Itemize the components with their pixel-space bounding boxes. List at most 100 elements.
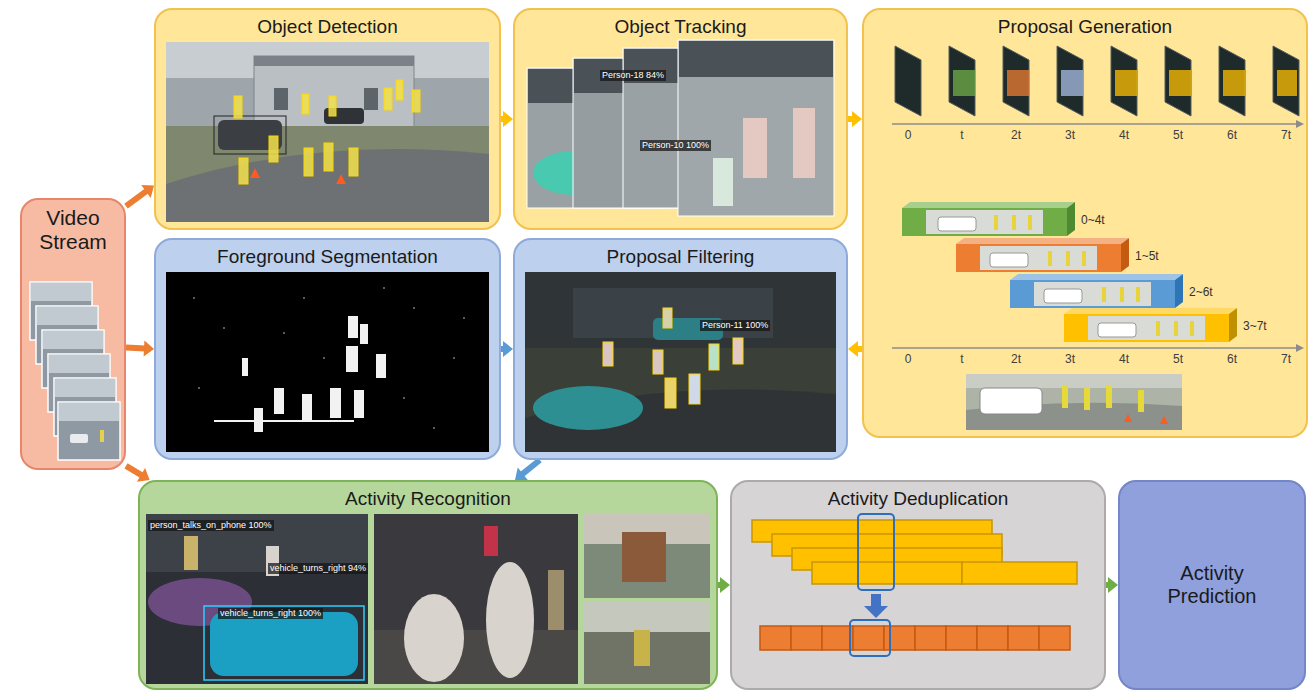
stage-panel: Activity Recognition bbox=[138, 480, 718, 690]
illustration-part bbox=[346, 346, 358, 372]
illustration-part bbox=[376, 354, 386, 378]
illustration-part bbox=[1048, 251, 1052, 266]
illustration-part bbox=[266, 546, 279, 576]
illustration-part bbox=[653, 350, 663, 374]
illustration-part bbox=[864, 606, 888, 618]
panel-title: Foreground Segmentation bbox=[164, 246, 491, 268]
illustration-part bbox=[709, 344, 719, 370]
illustration-part bbox=[1066, 251, 1070, 266]
detection-tag: Person-18 84% bbox=[600, 70, 666, 81]
illustration-part bbox=[1165, 46, 1191, 116]
illustration-part bbox=[956, 244, 1121, 272]
time-tick: 2t bbox=[1011, 128, 1021, 142]
illustration-part bbox=[1138, 390, 1144, 412]
illustration-part bbox=[1175, 274, 1183, 308]
illustration-part bbox=[453, 357, 455, 359]
detection-tag: Person-10 100% bbox=[640, 140, 711, 151]
flow-arrow bbox=[515, 460, 540, 480]
illustration-part bbox=[1010, 280, 1175, 308]
illustration-part bbox=[584, 602, 710, 632]
illustration-part bbox=[31, 283, 91, 301]
illustration-part bbox=[1064, 308, 1237, 314]
arrow-shaft bbox=[126, 466, 142, 475]
illustration-part bbox=[1219, 46, 1245, 116]
panel-title: Object Detection bbox=[164, 16, 491, 38]
illustration-part bbox=[603, 342, 613, 366]
illustration-part bbox=[679, 41, 833, 77]
illustration-part bbox=[1008, 626, 1039, 650]
illustration-part bbox=[146, 514, 368, 572]
illustration-part bbox=[384, 88, 392, 110]
illustration-part bbox=[812, 562, 962, 584]
illustration-part bbox=[360, 324, 368, 344]
panel-title: Proposal Filtering bbox=[523, 246, 838, 268]
illustration-part bbox=[1012, 215, 1016, 230]
illustration-part bbox=[198, 387, 200, 389]
illustration-part bbox=[994, 215, 998, 230]
illustration-part bbox=[791, 626, 822, 650]
illustration-part bbox=[980, 388, 1042, 414]
illustration-part bbox=[304, 148, 313, 176]
illustration-part bbox=[603, 308, 743, 408]
illustration-part bbox=[330, 388, 341, 418]
illustration-part bbox=[324, 143, 333, 171]
illustration-part bbox=[915, 626, 946, 650]
illustration-part bbox=[884, 626, 915, 650]
arrow-head bbox=[503, 111, 513, 127]
panel-title: Activity Deduplication bbox=[740, 488, 1096, 510]
arrow-head bbox=[720, 577, 730, 593]
illustration-part bbox=[329, 96, 336, 116]
illustration-part bbox=[956, 238, 1129, 244]
time-tick: 2t bbox=[1011, 352, 1021, 366]
illustration-part bbox=[463, 317, 465, 319]
illustration-part bbox=[484, 526, 498, 556]
illustration-part bbox=[1102, 287, 1106, 302]
illustration-part bbox=[584, 602, 710, 684]
flow-arrow bbox=[848, 111, 862, 127]
illustration-part bbox=[760, 626, 791, 650]
illustration-part bbox=[254, 56, 414, 66]
illustration-part bbox=[234, 96, 242, 118]
illustration-part bbox=[302, 394, 312, 422]
illustration-part bbox=[858, 514, 894, 590]
illustration-part bbox=[59, 403, 119, 421]
arrow-shaft bbox=[522, 460, 540, 474]
illustration-part bbox=[242, 358, 248, 376]
illustration-part bbox=[1082, 251, 1086, 266]
illustration-part bbox=[146, 514, 368, 684]
time-tick: 6t bbox=[1227, 352, 1237, 366]
illustration-part bbox=[58, 402, 120, 460]
flow-arrow bbox=[501, 341, 513, 357]
illustration-part bbox=[348, 316, 358, 338]
arrow-head bbox=[141, 185, 154, 198]
illustration-part bbox=[214, 316, 386, 432]
illustration-part bbox=[1067, 202, 1075, 236]
illustration-part bbox=[303, 297, 305, 299]
arrow-head bbox=[1108, 577, 1118, 593]
flow-arrow bbox=[126, 341, 154, 357]
illustration-part bbox=[1190, 321, 1194, 336]
illustration-part bbox=[1111, 46, 1137, 116]
stage-panel: Object Detection bbox=[154, 8, 501, 230]
illustration-part bbox=[665, 378, 676, 408]
detection-tag: vehicle_turns_right 100% bbox=[218, 608, 323, 619]
time-tick: 5t bbox=[1173, 352, 1183, 366]
illustration-part bbox=[1169, 70, 1191, 96]
illustration-part bbox=[977, 626, 1008, 650]
illustration-part bbox=[234, 80, 420, 184]
flow-arrow bbox=[126, 466, 150, 482]
illustration-part bbox=[274, 88, 288, 110]
illustration-part bbox=[254, 56, 414, 128]
time-tick: 3t bbox=[1065, 128, 1075, 142]
illustration-part bbox=[223, 327, 225, 329]
illustration-part bbox=[752, 520, 1077, 584]
stage-panel: Object Tracking bbox=[513, 8, 848, 230]
illustration-part bbox=[364, 88, 378, 110]
illustration-part bbox=[892, 347, 1296, 349]
illustration-part bbox=[403, 397, 405, 399]
window-range: 1~5t bbox=[1135, 249, 1159, 263]
illustration-part bbox=[1061, 70, 1083, 96]
illustration-part bbox=[193, 297, 195, 299]
illustration-part bbox=[37, 307, 97, 325]
